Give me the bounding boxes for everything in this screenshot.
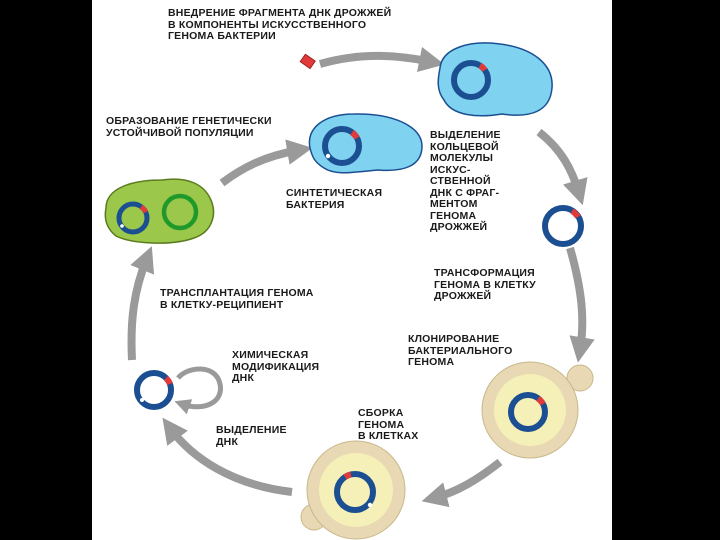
dna-ring — [451, 60, 491, 100]
ring-marker — [120, 224, 124, 228]
yeast-nucleus — [319, 453, 393, 527]
dna-ring — [334, 471, 376, 513]
ring-marker — [325, 153, 331, 159]
label-dna-isolation: ВЫДЕЛЕНИЕ ДНК — [216, 424, 287, 448]
ring-marker — [367, 502, 373, 508]
insert-fragment-mark — [139, 204, 149, 214]
label-insert-fragment: ВНЕДРЕНИЕ ФРАГМЕНТА ДНК ДРОЖЖЕЙ В КОМПОН… — [168, 7, 392, 42]
genome-cycle-diagram — [104, 42, 595, 540]
label-isolation-circular-dna: ВЫДЕЛЕНИЕ КОЛЬЦЕВОЙ МОЛЕКУЛЫ ИСКУС- СТВЕ… — [430, 129, 501, 233]
insert-fragment-mark — [536, 396, 546, 406]
insert-fragment-mark — [163, 375, 173, 386]
arrow-to-isolated-ring — [536, 128, 588, 206]
label-chemical-modification: ХИМИЧЕСКАЯ МОДИФИКАЦИЯ ДНК — [232, 349, 320, 384]
arrow-to-yeast-cell — [566, 246, 595, 363]
label-stable-population: ОБРАЗОВАНИЕ ГЕНЕТИЧЕСКИ УСТОЙЧИВОЙ ПОПУЛ… — [106, 115, 272, 139]
yeast-bud — [566, 364, 594, 392]
label-cloning: КЛОНИРОВАНИЕ БАКТЕРИАЛЬНОГО ГЕНОМА — [408, 333, 513, 368]
insert-fragment-mark — [343, 471, 352, 480]
insert-fragment-mark — [478, 62, 488, 72]
insert-fragment-mark — [570, 208, 581, 219]
modification-loop-arrow — [174, 366, 223, 415]
arrow-to-assembly-cell — [421, 458, 503, 508]
label-synthetic-bacterium: СИНТЕТИЧЕСКАЯ БАКТЕРИЯ — [286, 187, 383, 211]
label-assembly: СБОРКА ГЕНОМА В КЛЕТКАХ — [358, 407, 419, 442]
arrow-to-recipient-cell — [127, 246, 155, 361]
ring-marker — [140, 398, 144, 402]
yeast-dna-fragment — [299, 53, 316, 70]
label-transplantation: ТРАНСПЛАНТАЦИЯ ГЕНОМА В КЛЕТКУ-РЕЦИПИЕНТ — [160, 287, 314, 311]
slide: ВНЕДРЕНИЕ ФРАГМЕНТА ДНК ДРОЖЖЕЙ В КОМПОН… — [92, 0, 612, 540]
arrow-to-first-bacterium — [318, 46, 445, 73]
arrow-to-dna-ring — [162, 417, 293, 496]
arrow-to-synthetic-bacterium — [219, 139, 313, 187]
dna-ring-native — [161, 193, 199, 231]
insert-fragment-mark — [350, 130, 360, 140]
dna-ring — [134, 370, 174, 410]
yeast-nucleus — [494, 374, 566, 446]
isolated-dna-ring — [542, 205, 584, 247]
dna-ring — [116, 201, 150, 235]
dna-ring — [322, 126, 362, 166]
label-transformation: ТРАНСФОРМАЦИЯ ГЕНОМА В КЛЕТКУ ДРОЖЖЕЙ — [434, 267, 536, 302]
dna-ring — [508, 392, 548, 432]
